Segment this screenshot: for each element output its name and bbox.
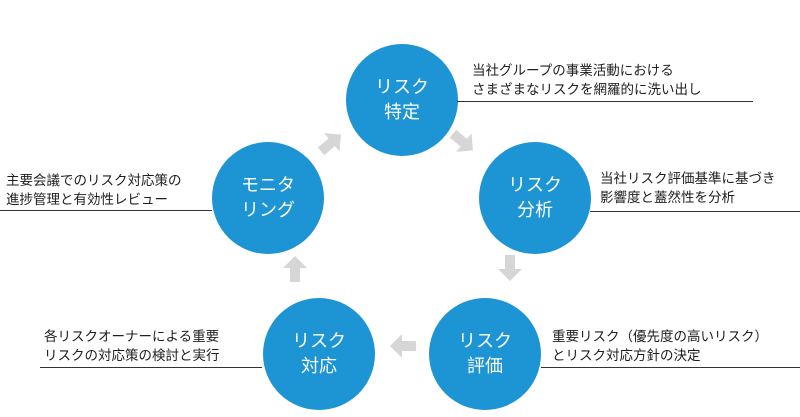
node-label-line2: 特定 xyxy=(384,102,420,123)
node-label-line1: リスク xyxy=(375,77,429,98)
note-line2: 影響度と蓋然性を分析 xyxy=(600,190,735,206)
note-risk-identification: 当社グループの事業活動における さまざまなリスクを網羅的に洗い出し xyxy=(472,62,702,100)
note-line1: 各リスクオーナーによる重要 xyxy=(44,329,220,345)
note-rule-evaluation xyxy=(541,367,800,368)
node-risk-analysis: リスク 分析 xyxy=(479,142,591,254)
node-monitoring: モニタ リング xyxy=(212,142,324,254)
note-line2: さまざまなリスクを網羅的に洗い出し xyxy=(472,82,702,98)
node-risk-evaluation: リスク 評価 xyxy=(429,298,541,410)
node-label-line2: 対応 xyxy=(301,356,337,377)
note-rule-analysis xyxy=(590,211,800,212)
note-rule-identification xyxy=(457,101,753,102)
node-risk-identification: リスク 特定 xyxy=(346,44,458,156)
note-line1: 重要リスク（優先度の高いリスク） xyxy=(552,329,768,345)
node-label-line1: モニタ xyxy=(241,175,295,196)
node-label-line1: リスク xyxy=(292,331,346,352)
note-monitoring: 主要会議でのリスク対応策の 進捗管理と有効性レビュー xyxy=(6,172,182,210)
arrow-evaluate-to-respond-icon xyxy=(390,334,416,358)
note-risk-response: 各リスクオーナーによる重要 リスクの対応策の検討と実行 xyxy=(44,328,220,366)
note-line1: 当社グループの事業活動における xyxy=(472,63,674,79)
node-risk-response: リスク 対応 xyxy=(263,298,375,410)
note-risk-evaluation: 重要リスク（優先度の高いリスク） とリスク対応方針の決定 xyxy=(552,328,768,366)
arrow-analyze-to-evaluate-icon xyxy=(498,255,522,281)
node-label-line2: 分析 xyxy=(517,200,553,221)
note-line2: リスクの対応策の検討と実行 xyxy=(44,348,220,364)
node-label-line2: リング xyxy=(241,200,295,221)
arrow-identify-to-analyze-icon xyxy=(449,129,473,152)
note-line2: とリスク対応方針の決定 xyxy=(552,348,701,364)
note-rule-response xyxy=(40,367,262,368)
arrow-respond-to-monitor-icon xyxy=(283,256,307,282)
note-risk-analysis: 当社リスク評価基準に基づき 影響度と蓋然性を分析 xyxy=(600,170,776,208)
note-line1: 主要会議でのリスク対応策の xyxy=(6,173,182,189)
node-label-line1: リスク xyxy=(508,175,562,196)
note-rule-monitoring xyxy=(0,210,212,211)
node-label-line2: 評価 xyxy=(467,356,503,377)
node-label-line1: リスク xyxy=(458,331,512,352)
note-line1: 当社リスク評価基準に基づき xyxy=(600,171,776,187)
arrow-monitor-to-identify-icon xyxy=(317,133,341,156)
note-line2: 進捗管理と有効性レビュー xyxy=(6,192,168,208)
